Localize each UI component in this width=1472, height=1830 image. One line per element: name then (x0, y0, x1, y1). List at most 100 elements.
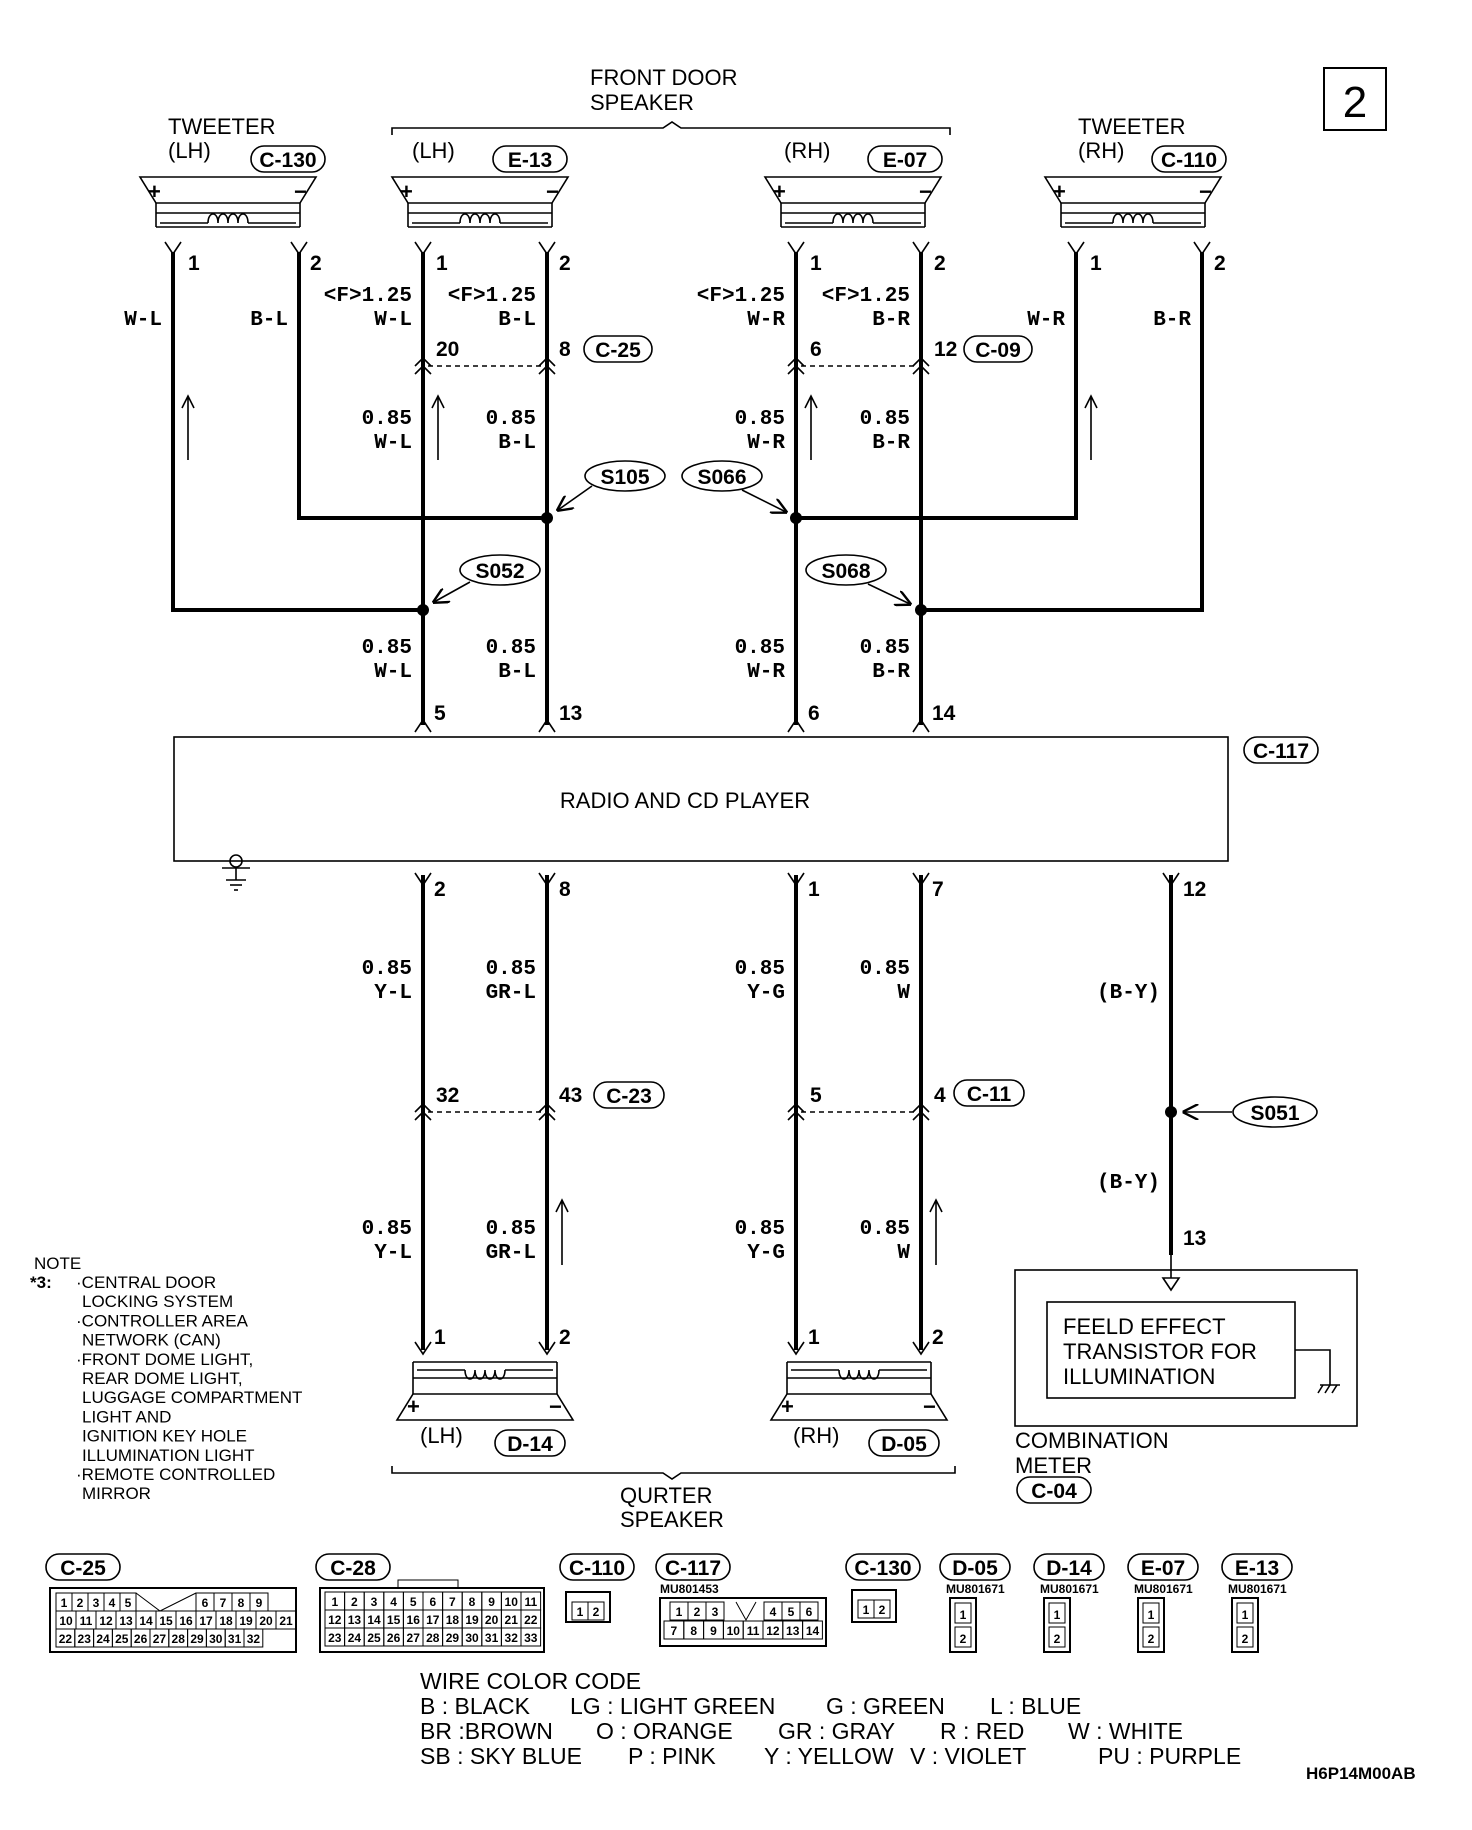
note-line: ILLUMINATION LIGHT (82, 1446, 255, 1465)
connector-pin-c28: 8 (469, 1595, 476, 1609)
radio-top-pin-5: 5 (434, 702, 446, 725)
combination-meter-box (1014, 1269, 1358, 1427)
c23-connector: C-23 (606, 1085, 652, 1108)
page-number: 2 (1343, 78, 1367, 127)
wire-tweeter-lh-wl (171, 252, 423, 612)
wire-size-rh-3: 0.85 (735, 637, 785, 660)
wire-color-b4: W (897, 982, 910, 1005)
note-line: LOCKING SYSTEM (82, 1292, 233, 1311)
connector-pin-c28: 21 (505, 1613, 519, 1627)
door-rh-w1-color: W-R (747, 309, 785, 332)
connector-pin-c25: 15 (159, 1614, 173, 1628)
connector-pin-c28: 27 (407, 1631, 421, 1645)
splice-s066-dot (790, 512, 802, 524)
meter-pin: 13 (1183, 1227, 1206, 1250)
connector-pin-c28: 24 (348, 1631, 362, 1645)
wire-color-lh-1: W-L (374, 432, 412, 455)
quarter-bracket (391, 1466, 956, 1480)
quarter-title-1: QURTER (620, 1483, 713, 1508)
wire-color-lh-2: B-L (498, 432, 536, 455)
connector-pin-d14: 1 (1054, 1608, 1061, 1622)
connector-pin-e13: 1 (1242, 1608, 1249, 1622)
connector-view-label-c117: C-117 (665, 1557, 721, 1580)
quarter-rh-pin2: 2 (932, 1326, 944, 1349)
wire-color-entry: L : BLUE (990, 1693, 1081, 1719)
connector-view-label-d14: D-14 (1046, 1557, 1092, 1580)
connector-pin-c28: 7 (449, 1595, 456, 1609)
wire-size-b8: 0.85 (860, 1218, 910, 1241)
connector-view-label-e13: E-13 (1235, 1557, 1279, 1580)
connector-view-label-e07: E-07 (1141, 1557, 1185, 1580)
connector-pin-c28: 22 (524, 1613, 538, 1627)
wire-color-meter-1: (B-Y) (1097, 982, 1160, 1005)
radio-bottom-pin-2: 2 (434, 878, 446, 901)
wire-color-entry: W : WHITE (1068, 1718, 1183, 1744)
tweeter-lh-pin1: 1 (188, 252, 200, 275)
connector-pin-c28: 19 (465, 1613, 479, 1627)
connector-pin-c25: 5 (125, 1596, 132, 1610)
splice-s052-dot (417, 604, 429, 616)
meter-name-1: COMBINATION (1015, 1428, 1169, 1453)
note-line: IGNITION KEY HOLE (82, 1427, 247, 1446)
connector-pin-c28: 11 (524, 1595, 537, 1609)
connector-pin-c25: 10 (59, 1614, 73, 1628)
radio-top-pin-6: 6 (808, 702, 820, 725)
connector-pin-c117: 2 (694, 1605, 701, 1619)
front-door-title-2: SPEAKER (590, 90, 694, 115)
wire-color-b5: Y-L (374, 1242, 412, 1265)
wire-size-b6: 0.85 (486, 1218, 536, 1241)
note-title: NOTE (34, 1254, 81, 1273)
wire-size-rh-1: 0.85 (735, 408, 785, 431)
connector-pin-c130: 2 (879, 1603, 886, 1617)
connector-pin-c25: 8 (238, 1596, 245, 1610)
wire-color-b8: W (897, 1242, 910, 1265)
connector-pin-c25: 25 (115, 1632, 129, 1646)
tweeter-rh-title: TWEETER (1078, 114, 1186, 139)
wire-color-entry: LG : LIGHT GREEN (570, 1693, 775, 1719)
connector-pin-e07: 1 (1148, 1608, 1155, 1622)
connector-pin-c117: 4 (770, 1605, 777, 1619)
page-number-box (1323, 67, 1387, 131)
note-line: ·CENTRAL DOOR (76, 1273, 216, 1292)
radio-bottom-pin-8: 8 (559, 878, 571, 901)
wire-color-b2: GR-L (486, 982, 536, 1005)
note-mark: *3: (30, 1273, 52, 1292)
connector-pin-c25: 4 (109, 1596, 116, 1610)
connector-pin-c28: 28 (426, 1631, 440, 1645)
wire-size-lh-3: 0.85 (362, 637, 412, 660)
connector-pin-c25: 18 (219, 1614, 233, 1628)
connector-pin-e13: 2 (1242, 1632, 1249, 1646)
wire-size-b7: 0.85 (735, 1218, 785, 1241)
c25-pin-a: 20 (436, 338, 459, 361)
connector-pin-c28: 18 (446, 1613, 460, 1627)
connector-pin-c28: 6 (429, 1595, 436, 1609)
wire-color-rh-4: B-R (872, 661, 910, 684)
radio-top-pin-13: 13 (559, 702, 582, 725)
wire-size-rh-2: 0.85 (860, 408, 910, 431)
doc-code: H6P14M00AB (1306, 1764, 1416, 1783)
wire-color-entry: B : BLACK (420, 1693, 531, 1719)
connector-pin-c25: 7 (220, 1596, 227, 1610)
door-lh-w2-size: <F>1.25 (448, 285, 536, 308)
connector-pin-c28: 25 (367, 1631, 381, 1645)
c11-pin-a: 5 (810, 1084, 822, 1107)
wire-size-lh-2: 0.85 (486, 408, 536, 431)
door-rh-w2-size: <F>1.25 (822, 285, 910, 308)
tweeter-lh-side: (LH) (168, 138, 211, 163)
connector-pin-c117: 12 (766, 1624, 780, 1638)
connector-pin-c117: 5 (788, 1605, 795, 1619)
quarter-rh-speaker (770, 1361, 948, 1421)
connector-pin-c25: 16 (179, 1614, 193, 1628)
wire-tweeter-lh-bl (297, 252, 547, 520)
door-rh-speaker (764, 176, 942, 228)
c117-part: MU801453 (660, 1582, 719, 1596)
tweeter-rh-wire1: W-R (1027, 309, 1065, 332)
wire-color-b1: Y-L (374, 982, 412, 1005)
connector-pin-c117: 9 (710, 1624, 717, 1638)
connector-pin-c25: 31 (228, 1632, 242, 1646)
wire-size-lh-1: 0.85 (362, 408, 412, 431)
connector-pin-c28: 10 (505, 1595, 519, 1609)
